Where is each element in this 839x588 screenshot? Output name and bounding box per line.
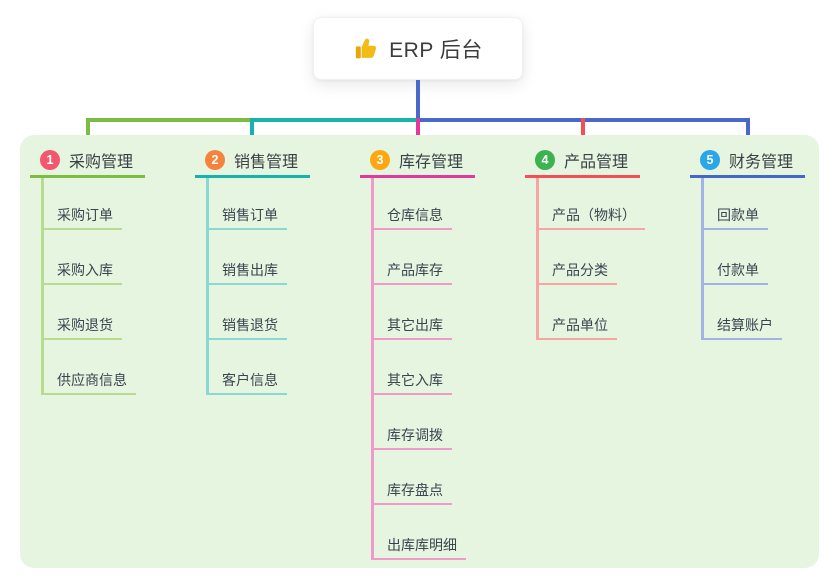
branch-inventory: 3 库存管理 仓库信息 产品库存 其它出库 其它入库 库存调拨 库存盘点 出库库…: [360, 145, 475, 560]
mindmap-leaf-node[interactable]: 产品单位: [536, 316, 617, 340]
connector-drop-sales: [250, 118, 254, 147]
mindmap-leaf-node[interactable]: 采购订单: [41, 206, 122, 230]
branch-title-purchase[interactable]: 1 采购管理: [30, 145, 145, 178]
connector-drop-inventory: [416, 118, 420, 147]
mindmap-leaf-node[interactable]: 销售订单: [206, 206, 287, 230]
mindmap-leaf-node[interactable]: 供应商信息: [41, 371, 136, 395]
branch-title-label: 销售管理: [234, 154, 299, 171]
mindmap-leaf-node[interactable]: 产品（物料）: [536, 206, 645, 230]
mindmap-leaf-node[interactable]: 付款单: [701, 261, 768, 285]
branch-title-label: 采购管理: [69, 154, 134, 171]
branch-purchase: 1 采购管理 采购订单 采购入库 采购退货 供应商信息: [30, 145, 145, 395]
thumbs-up-icon: [353, 36, 379, 62]
mindmap-leaf-node[interactable]: 结算账户: [701, 316, 782, 340]
connector-drop-purchase: [86, 118, 90, 147]
mindmap-leaf-node[interactable]: 库存盘点: [371, 481, 452, 505]
mindmap-leaf-node[interactable]: 出库库明细: [371, 536, 466, 560]
branch-tree-line: [206, 178, 209, 395]
connector-h-sales: [250, 118, 420, 122]
mindmap-leaf-node[interactable]: 销售出库: [206, 261, 287, 285]
branch-product: 4 产品管理 产品（物料） 产品分类 产品单位: [525, 145, 645, 340]
mindmap-leaf-node[interactable]: 销售退货: [206, 316, 287, 340]
branch-number-badge: 3: [370, 150, 390, 170]
connector-root-stem: [416, 80, 420, 122]
mindmap-leaf-node[interactable]: 其它入库: [371, 371, 452, 395]
branches-panel: [20, 135, 819, 568]
branch-title-label: 财务管理: [729, 154, 794, 171]
branch-tree-line: [701, 178, 704, 340]
branch-tree-line: [41, 178, 44, 395]
branch-number-badge: 1: [40, 150, 60, 170]
branch-title-sales[interactable]: 2 销售管理: [195, 145, 310, 178]
mindmap-leaf-node[interactable]: 产品分类: [536, 261, 617, 285]
branch-number-badge: 4: [535, 150, 555, 170]
branch-finance: 5 财务管理 回款单 付款单 结算账户: [690, 145, 805, 340]
branch-title-inventory[interactable]: 3 库存管理: [360, 145, 475, 178]
branch-title-finance[interactable]: 5 财务管理: [690, 145, 805, 178]
connector-h-purchase: [86, 118, 254, 122]
mindmap-leaf-node[interactable]: 其它出库: [371, 316, 452, 340]
mindmap-leaf-node[interactable]: 采购入库: [41, 261, 122, 285]
branch-number-badge: 2: [205, 150, 225, 170]
mindmap-leaf-node[interactable]: 仓库信息: [371, 206, 452, 230]
branch-tree-line: [371, 178, 374, 560]
branch-title-label: 产品管理: [564, 154, 629, 171]
branch-number-badge: 5: [700, 150, 720, 170]
mindmap-leaf-node[interactable]: 库存调拨: [371, 426, 452, 450]
mindmap-leaf-node[interactable]: 产品库存: [371, 261, 452, 285]
connector-drop-product: [581, 118, 585, 147]
connector-drop-finance: [746, 118, 750, 147]
branch-title-product[interactable]: 4 产品管理: [525, 145, 640, 178]
mindmap-leaf-node[interactable]: 采购退货: [41, 316, 122, 340]
branch-title-label: 库存管理: [399, 154, 464, 171]
root-node[interactable]: ERP 后台: [313, 17, 523, 80]
root-node-label: ERP 后台: [389, 38, 483, 62]
mindmap-leaf-node[interactable]: 客户信息: [206, 371, 287, 395]
branch-sales: 2 销售管理 销售订单 销售出库 销售退货 客户信息: [195, 145, 310, 395]
branch-tree-line: [536, 178, 539, 340]
mindmap-leaf-node[interactable]: 回款单: [701, 206, 768, 230]
